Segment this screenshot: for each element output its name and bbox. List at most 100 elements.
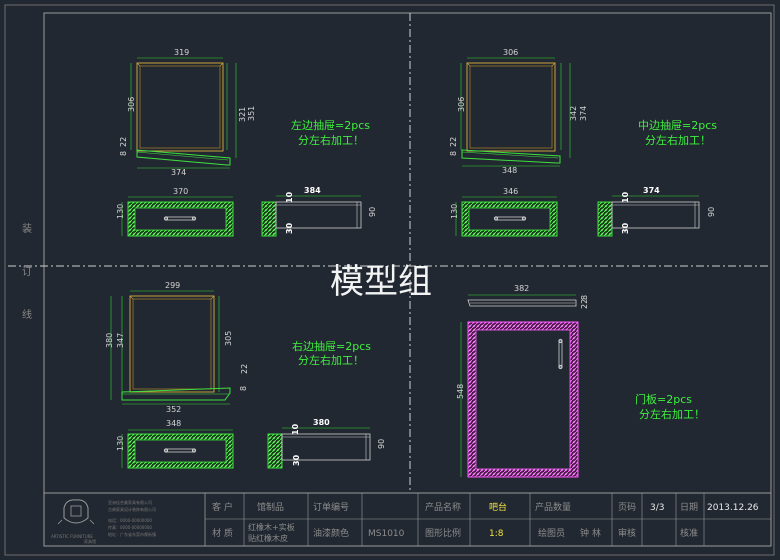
label-drafter: 绘图员 <box>538 527 565 539</box>
company-contact-2: 传真：0000-00000000 <box>108 524 152 530</box>
label-order-no: 订单编号 <box>313 501 349 513</box>
dim-frame-height-inner: 342 <box>569 106 578 121</box>
dim-side-b: 30 <box>285 222 294 234</box>
company-name-2: 古典家具设计装饰有限公司 <box>108 506 156 512</box>
company-name-1: 亚洲佳合美家具有限公司 <box>108 499 152 505</box>
note-line-2: 分左右加工！ <box>298 133 364 147</box>
value-drafter: 钟 林 <box>580 527 601 539</box>
panel-bottom-right: 382 8 22 548 门板=2pcs 分左右加工！ <box>456 284 705 478</box>
dim-base-width: 348 <box>502 166 517 175</box>
dim-frame-height-left: 306 <box>127 97 136 112</box>
dim-drawer-front-height: 130 <box>450 204 459 219</box>
note-line-1: 中边抽屉=2pcs <box>638 118 717 132</box>
dim-base-h1: 8 <box>449 151 458 156</box>
watermark: 模型组 <box>330 262 432 302</box>
drawer-handle <box>495 216 525 221</box>
panel-bottom-left: 299 380 347 305 22 8 352 348 130 380 10 … <box>105 281 386 469</box>
value-date: 2013.12.26 <box>707 503 759 513</box>
dim-frame-width: 306 <box>503 48 518 57</box>
label-scale: 图形比例 <box>425 527 461 539</box>
note-line-1: 左边抽屉=2pcs <box>291 118 370 132</box>
drawer-side-front <box>261 201 277 237</box>
dim-side-c: 90 <box>707 207 716 217</box>
drawer-handle <box>165 216 195 221</box>
dim-side-b: 30 <box>621 222 630 234</box>
value-material-2: 贴红橡木皮 <box>248 533 288 543</box>
label-review: 审核 <box>618 527 636 539</box>
door-top-profile <box>467 299 577 307</box>
value-scale: 1:8 <box>489 529 504 539</box>
dim-side-a: 10 <box>621 191 630 203</box>
dim-drawer-front-height: 130 <box>116 436 125 451</box>
dim-base-h2: 22 <box>449 137 458 147</box>
logo-text-1: ARTISTIC FURNITURE <box>51 534 93 539</box>
dim-frame-width: 319 <box>174 48 189 57</box>
drawer-side-box <box>281 433 371 461</box>
drawer-side-front <box>597 201 613 237</box>
drawer-side-box <box>275 201 362 229</box>
dim-frame-height-left: 380 <box>105 333 114 348</box>
door-handle <box>558 340 563 368</box>
panel-top-left: 319 306 321 351 8 22 374 370 130 384 10 … <box>116 48 377 237</box>
label-material: 材 质 <box>212 527 233 539</box>
company-address: 地址：广东省东莞市厚街镇 <box>108 531 156 537</box>
binding-char-2: 订 <box>22 266 32 278</box>
dim-drawer-front-width: 348 <box>166 419 181 428</box>
label-page: 页码 <box>618 502 636 513</box>
note-line-1: 右边抽屉=2pcs <box>292 339 371 353</box>
note-line-2: 分左右加工！ <box>298 353 364 367</box>
panel-top-right: 306 306 342 374 8 22 348 346 130 374 10 … <box>449 48 717 237</box>
frame-elevation <box>461 62 561 164</box>
label-product-name: 产品名称 <box>425 501 461 513</box>
dim-base-h2: 22 <box>119 137 128 147</box>
binding-char-3: 线 <box>22 308 32 321</box>
dim-side-a: 10 <box>291 423 300 435</box>
title-block: ARTISTIC FURNITURE 家具馆 亚洲佳合美家具有限公司 古典家具设… <box>43 492 772 547</box>
label-approve: 核准 <box>680 527 698 539</box>
dim-base-width: 374 <box>171 168 186 177</box>
frame-elevation <box>121 295 231 401</box>
outer-border <box>4 4 775 556</box>
dim-frame-height-inner: 321 <box>238 107 247 122</box>
dim-door-top-h1: 8 <box>580 295 589 300</box>
dim-drawer-depth: 384 <box>304 186 321 195</box>
note-line-1: 门板=2pcs <box>635 392 692 406</box>
dim-side-b: 30 <box>292 454 301 466</box>
dim-frame-width: 299 <box>165 281 180 290</box>
dim-drawer-front-width: 346 <box>503 187 518 196</box>
dim-base-h1: 22 <box>240 364 249 374</box>
dim-frame-height-right: 305 <box>224 331 233 346</box>
dim-base-h2: 8 <box>239 386 248 391</box>
dim-drawer-depth: 380 <box>313 418 330 427</box>
drawer-side-box <box>611 201 700 229</box>
dim-side-c: 90 <box>368 207 377 217</box>
dim-base-width: 352 <box>166 405 181 414</box>
dim-side-a: 10 <box>285 191 294 203</box>
label-paint-color: 油漆颜色 <box>313 527 349 539</box>
dim-drawer-front-height: 130 <box>116 204 125 219</box>
frame-elevation <box>136 62 231 166</box>
value-paint-color: MS1010 <box>368 529 405 539</box>
company-contact-1: 电话：0000-00000000 <box>108 517 152 523</box>
dim-frame-height-right: 351 <box>247 106 256 121</box>
label-customer: 客 户 <box>212 501 233 513</box>
dim-door-top-h2: 22 <box>580 299 589 309</box>
company-logo <box>57 499 95 525</box>
label-product-qty: 产品数量 <box>535 501 571 513</box>
dim-base-h1: 8 <box>119 151 128 156</box>
value-page: 3/3 <box>650 503 664 513</box>
value-customer: 馆制品 <box>257 501 284 513</box>
dim-drawer-front-width: 370 <box>173 187 188 196</box>
value-material-1: 红橡木+实板 <box>248 522 295 532</box>
value-product-name: 吧台 <box>489 501 507 513</box>
binding-char-1: 装 <box>22 222 32 235</box>
logo-text-2: 家具馆 <box>84 538 96 544</box>
dim-door-width: 382 <box>514 284 529 293</box>
dim-drawer-depth: 374 <box>643 186 660 195</box>
drawer-side-front <box>267 433 283 469</box>
drawer-handle <box>165 448 195 453</box>
dim-side-c: 90 <box>377 439 386 449</box>
note-line-2: 分左右加工！ <box>639 407 705 421</box>
